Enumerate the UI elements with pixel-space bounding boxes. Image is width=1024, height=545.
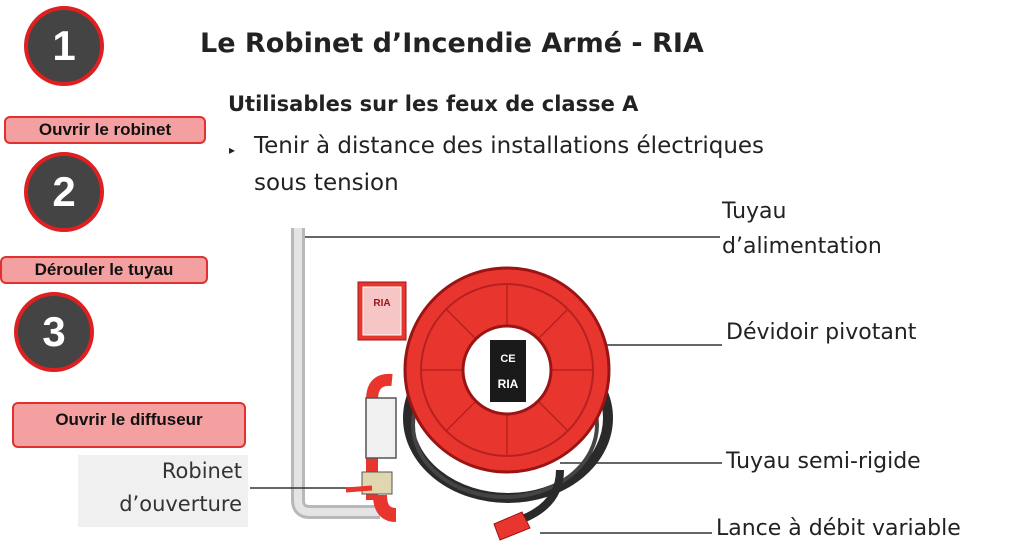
step-label-open-valve: Ouvrir le robinet	[4, 116, 206, 144]
callout-robinet-line-1: Robinet	[161, 459, 242, 483]
step-3-circle: 3	[14, 292, 94, 372]
bullet-line-1: Tenir à distance des installations élect…	[254, 133, 765, 159]
subtitle: Utilisables sur les feux de classe A	[228, 92, 639, 116]
valve-handle	[345, 485, 373, 493]
wall-sign-inner	[362, 286, 402, 336]
wall-sign-text: RIA	[373, 298, 390, 309]
bullet-marker: ▸	[229, 143, 236, 157]
callout-tuyau-line-2: d’alimentation	[722, 234, 882, 259]
callout-lance: Lance à débit variable	[716, 516, 961, 541]
callout-tuyau-line-1: Tuyau	[722, 199, 787, 224]
bullet-text: Tenir à distance des installations élect…	[254, 128, 894, 202]
step-label-unroll-hose: Dérouler le tuyau	[0, 256, 208, 284]
callout-semi-rigide: Tuyau semi-rigide	[726, 449, 921, 474]
step-1-circle: 1	[24, 6, 104, 86]
callout-devidoir: Dévidoir pivotant	[726, 320, 917, 345]
page-title: Le Robinet d’Incendie Armé - RIA	[200, 28, 704, 59]
callout-robinet-line-2: d’ouverture	[119, 492, 242, 516]
callout-tuyau-alimentation: Tuyau d’alimentation	[722, 194, 882, 264]
reel-plate	[490, 340, 526, 402]
supply-pipe-inner	[294, 228, 380, 516]
bullet-line-2: sous tension	[254, 170, 399, 196]
step-label-open-diffuser: Ouvrir le diffuseur	[12, 402, 246, 448]
step-2-circle: 2	[24, 152, 104, 232]
callout-robinet: Robinet d’ouverture	[78, 455, 248, 527]
reel-plate-name: RIA	[498, 377, 519, 391]
valve-body	[365, 397, 397, 459]
reel-spokes	[421, 284, 593, 456]
nozzle	[493, 511, 531, 541]
valve-elbow	[373, 494, 397, 522]
reel-plate-badge: CE	[500, 353, 515, 365]
nozzle-hose	[518, 469, 564, 524]
